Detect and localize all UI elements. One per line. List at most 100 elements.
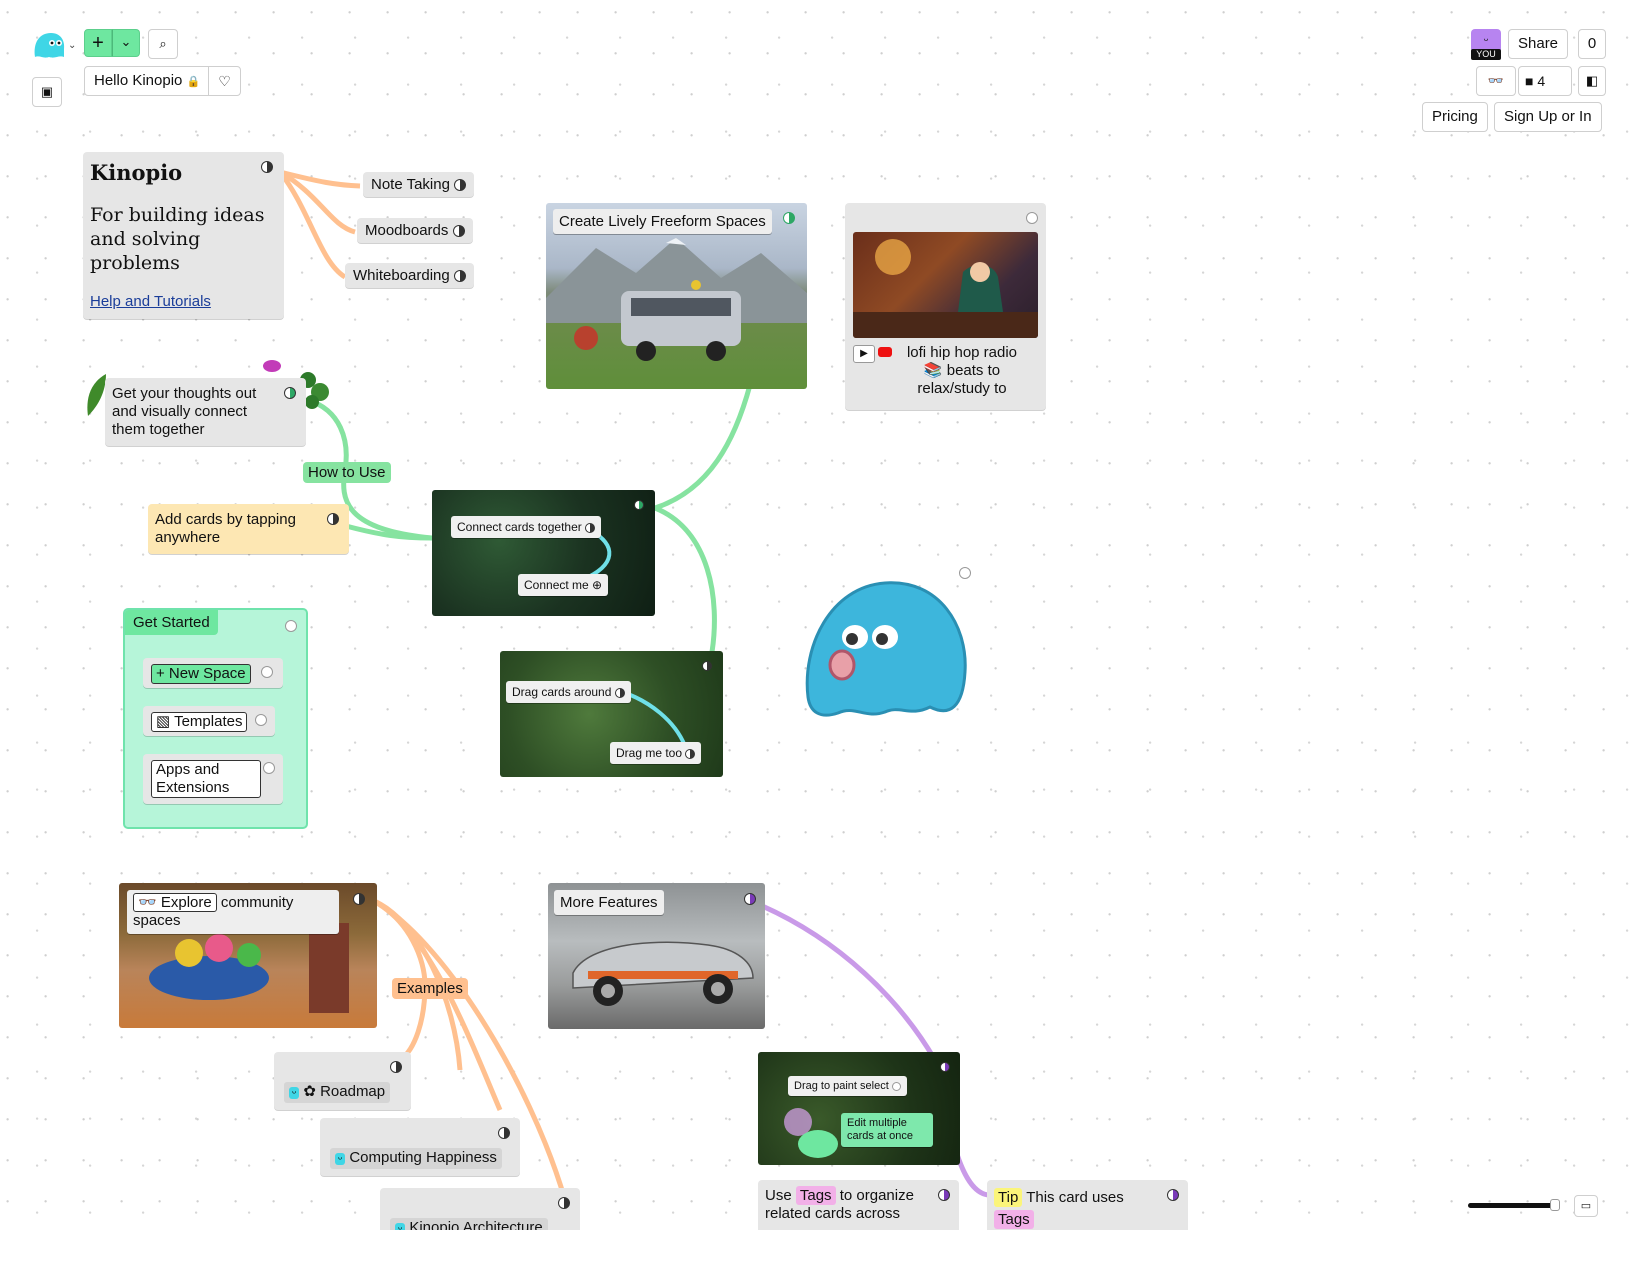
paint-select-demo-card[interactable]: Drag to paint select Edit multiple cards…	[758, 1052, 960, 1165]
kinopio-face-icon: ᵕ	[395, 1223, 406, 1230]
plus-icon: +	[92, 32, 104, 54]
use-tags-card[interactable]: Use Tags to organize related cards acros…	[758, 1180, 959, 1230]
space-canvas[interactable]: ⌄ + ⌄ ⌕ ▣ Hello Kinopio 🔒 ♡ ᵕ YOU Share …	[0, 0, 1632, 1230]
card-connector-icon[interactable]	[1026, 212, 1038, 224]
card-connector-icon[interactable]	[498, 1127, 510, 1139]
card-connector-icon[interactable]	[261, 666, 273, 678]
lofi-girl-thumbnail	[853, 232, 1038, 338]
add-connection-icon: ⊕	[592, 578, 603, 592]
templates-badge: ▧ Templates	[151, 712, 248, 732]
favorite-button[interactable]: ♡	[208, 66, 241, 96]
box-connector-icon[interactable]	[285, 620, 297, 632]
drag-me-too-mini-card: Drag me too	[610, 742, 702, 764]
apps-card[interactable]: Apps and Extensions	[143, 754, 283, 804]
computing-happiness-card[interactable]: ᵕ Computing Happiness	[320, 1118, 520, 1176]
van-landscape-image	[546, 238, 807, 361]
more-features-label: More Features	[554, 890, 664, 915]
share-button[interactable]: Share	[1508, 29, 1569, 59]
drag-cards-demo-card[interactable]: Drag cards around Drag me too	[500, 651, 723, 777]
tags-tag: Tags	[795, 1186, 836, 1205]
card-connector-icon[interactable]	[1167, 1189, 1179, 1201]
explore-community-card[interactable]: 👓 Explore community spaces	[119, 883, 377, 1028]
card-connector-icon[interactable]	[452, 225, 465, 238]
card-connector-icon[interactable]	[263, 762, 275, 774]
card-connector-icon[interactable]	[702, 661, 712, 671]
note-taking-card[interactable]: Note Taking	[363, 172, 475, 197]
how-to-use-label[interactable]: How to Use	[303, 462, 391, 483]
card-connector-icon[interactable]	[353, 893, 365, 905]
roadmap-card[interactable]: ᵕ ✿ Roadmap	[274, 1052, 411, 1110]
card-connector-icon[interactable]	[390, 1061, 402, 1073]
heart-icon: ♡	[218, 73, 231, 89]
moodboards-card[interactable]: Moodboards	[357, 218, 473, 243]
add-cards-card[interactable]: Add cards by tapping anywhere	[148, 504, 349, 554]
minimap-icon: ▭	[1580, 1200, 1592, 1212]
paint-select-mini-card: Drag to paint select	[788, 1076, 907, 1096]
whiteboarding-card[interactable]: Whiteboarding	[345, 263, 474, 288]
card-connector-icon[interactable]	[284, 387, 296, 399]
zoom-slider-track	[1468, 1203, 1554, 1208]
thoughts-card[interactable]: Get your thoughts out and visually conne…	[105, 378, 306, 446]
card-connector-icon[interactable]	[454, 179, 467, 192]
sidebar-panel-button[interactable]: ◧	[1578, 66, 1606, 96]
play-button[interactable]: ▶	[853, 345, 875, 363]
card-connector-icon[interactable]	[255, 714, 267, 726]
card-connector-icon[interactable]	[940, 1062, 950, 1072]
card-connector-icon[interactable]	[938, 1189, 950, 1201]
kinopio-face-icon: ᵕ	[289, 1087, 300, 1099]
sidebar-toggle-button[interactable]: ▣	[32, 77, 62, 107]
logo-chevron-down-icon[interactable]: ⌄	[68, 40, 77, 51]
new-space-card[interactable]: + New Space	[143, 658, 283, 688]
architecture-card[interactable]: ᵕ Kinopio Architecture	[380, 1188, 580, 1230]
freeform-spaces-card[interactable]: Create Lively Freeform Spaces	[546, 203, 807, 389]
pricing-button[interactable]: Pricing	[1422, 102, 1488, 132]
chevron-down-icon: ⌄	[120, 34, 132, 49]
viewer-count: 4	[1537, 73, 1546, 89]
youtube-icon	[878, 347, 892, 357]
help-link[interactable]: Help and Tutorials	[90, 293, 211, 310]
explore-button[interactable]: 👓	[1476, 66, 1516, 96]
sidebar-icon: ▣	[40, 84, 54, 99]
kinopio-logo[interactable]	[31, 29, 67, 61]
live-viewers-button[interactable]: ■ 4	[1518, 66, 1572, 96]
panel-icon: ◧	[1585, 73, 1599, 88]
architecture-badge: ᵕ Kinopio Architecture	[390, 1218, 548, 1230]
zoom-slider[interactable]	[1468, 1199, 1560, 1211]
new-space-badge: + New Space	[151, 664, 251, 684]
sticker-connector-icon[interactable]	[959, 567, 971, 579]
lofi-video-card[interactable]: ▶ lofi hip hop radio 📚 beats to relax/st…	[845, 203, 1046, 410]
templates-icon: ▧	[156, 713, 171, 730]
space-name-button[interactable]: Hello Kinopio 🔒	[84, 66, 209, 96]
blob-sticker-image	[805, 581, 967, 717]
add-card-button[interactable]: +	[84, 29, 112, 57]
search-button[interactable]: ⌕	[148, 29, 178, 59]
connect-cards-demo-card[interactable]: Connect cards together Connect me ⊕	[432, 490, 655, 616]
card-connector-icon[interactable]	[327, 513, 339, 525]
card-connector-icon[interactable]	[783, 212, 795, 224]
explore-badge: 👓 Explore	[133, 893, 217, 912]
examples-label[interactable]: Examples	[392, 978, 468, 999]
card-connector-icon[interactable]	[558, 1197, 570, 1209]
signup-button[interactable]: Sign Up or In	[1494, 102, 1602, 132]
user-avatar[interactable]: ᵕ YOU	[1471, 29, 1501, 62]
share-count-badge[interactable]: 0	[1578, 29, 1606, 59]
get-started-box[interactable]: Get Started + New Space ▧ Templates Apps…	[123, 608, 308, 829]
race-car-image	[572, 941, 754, 1006]
kinopio-intro-card[interactable]: Kinopio For building ideas and solving p…	[83, 152, 284, 319]
card-connector-icon[interactable]	[634, 500, 644, 510]
blue-blob-sticker[interactable]	[800, 567, 975, 727]
card-connector-icon[interactable]	[453, 270, 466, 283]
templates-card[interactable]: ▧ Templates	[143, 706, 275, 736]
more-features-card[interactable]: More Features	[548, 883, 765, 1029]
add-options-button[interactable]: ⌄	[112, 29, 140, 57]
zoom-slider-handle[interactable]	[1550, 1199, 1560, 1211]
leaf-sticker-right	[298, 370, 332, 412]
lofi-title: lofi hip hop radio 📚 beats to relax/stud…	[906, 344, 1018, 397]
apps-badge: Apps and Extensions	[151, 760, 261, 798]
tip-card[interactable]: Tip This card uses Tags	[987, 1180, 1188, 1230]
minimap-button[interactable]: ▭	[1574, 1195, 1598, 1217]
card-connector-icon[interactable]	[261, 161, 273, 173]
card-connector-icon[interactable]	[744, 893, 756, 905]
space-name: Hello Kinopio	[94, 72, 183, 89]
computing-badge: ᵕ Computing Happiness	[330, 1148, 502, 1169]
